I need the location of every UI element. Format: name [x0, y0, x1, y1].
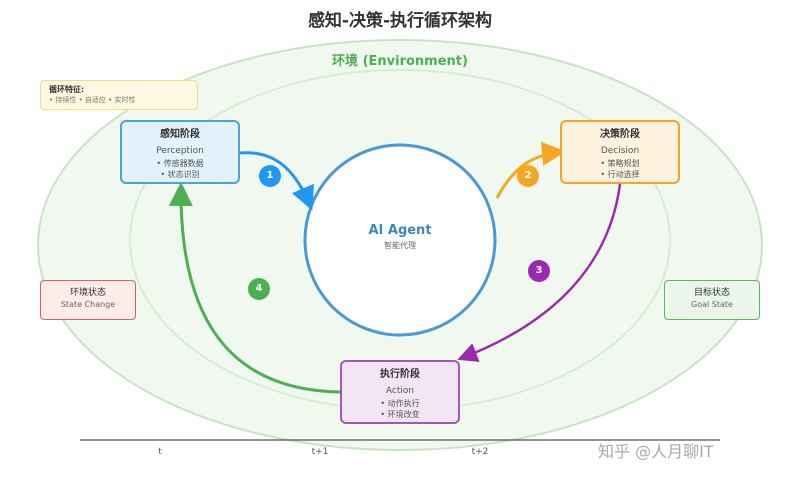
decision-bullet-2: • 行动选择 — [600, 170, 640, 179]
timeline-tick-t: t — [158, 447, 162, 457]
agent-name: AI Agent — [368, 223, 432, 238]
state-change-title: 环境状态 — [69, 288, 106, 298]
decision-stage-box: 决策阶段 Decision • 策略规划 • 行动选择 — [560, 120, 680, 184]
state-change-box: 环境状态 State Change — [40, 280, 136, 320]
loop-features-note: 循环特征: • 持续性 • 自适应 • 实时性 — [40, 80, 198, 110]
perception-stage-box: 感知阶段 Perception • 传感器数据 • 状态识别 — [120, 120, 240, 184]
agent-circle — [303, 143, 497, 337]
action-stage-box: 执行阶段 Action • 动作执行 • 环境改变 — [340, 360, 460, 424]
goal-state-box: 目标状态 Goal State — [664, 280, 760, 320]
action-subtitle: Action — [385, 386, 415, 396]
decision-title: 决策阶段 — [600, 129, 640, 140]
note-items: • 持续性 • 自适应 • 实时性 — [49, 96, 136, 104]
note-title: 循环特征: — [49, 85, 85, 94]
step-badge-2: 2 — [517, 165, 539, 187]
diagram-title: 感知-决策-执行循环架构 — [307, 11, 493, 31]
agent-label: AI Agent 智能代理 — [305, 222, 495, 252]
environment-label: 环境 (Environment) — [332, 54, 468, 69]
agent-subtitle: 智能代理 — [384, 241, 416, 250]
perception-subtitle: Perception — [156, 146, 204, 156]
decision-subtitle: Decision — [600, 146, 640, 156]
step-badge-1: 1 — [259, 165, 281, 187]
perception-bullet-1: • 传感器数据 — [156, 159, 204, 168]
goal-state-subtitle: Goal State — [691, 300, 733, 309]
step-badge-4: 4 — [248, 278, 270, 300]
action-bullet-2: • 环境改变 — [380, 410, 420, 419]
perception-title: 感知阶段 — [160, 129, 200, 140]
decision-bullet-1: • 策略规划 — [600, 159, 640, 168]
arrow-action-to-perception — [168, 182, 341, 394]
action-bullet-1: • 动作执行 — [380, 399, 420, 408]
arrow-decision-to-action — [457, 183, 622, 362]
timeline-tick-t2: t+2 — [471, 447, 489, 457]
perception-bullet-2: • 状态识别 — [160, 170, 200, 179]
arrow-perception-to-agent — [239, 151, 314, 211]
action-title: 执行阶段 — [380, 369, 420, 380]
state-change-subtitle: State Change — [60, 300, 116, 309]
timeline-tick-t1: t+1 — [311, 447, 329, 457]
watermark: 知乎 @人月聊IT — [598, 442, 714, 461]
step-badge-3: 3 — [528, 260, 550, 282]
goal-state-title: 目标状态 — [693, 288, 730, 298]
